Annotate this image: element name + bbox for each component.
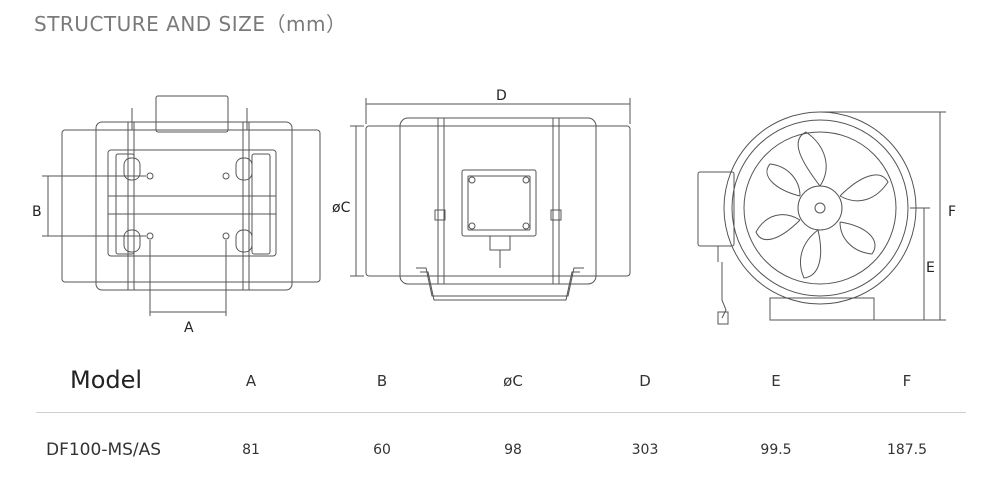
dimension-label-c: øC — [332, 200, 351, 216]
side-view-drawing — [350, 98, 631, 301]
table-cell-model: DF100-MS/AS — [46, 440, 162, 460]
table-header-model: Model — [70, 366, 143, 394]
table-divider — [36, 412, 966, 413]
table-cell-d: 303 — [631, 442, 659, 458]
table-cell-c: 98 — [504, 442, 522, 458]
dimension-label-b: B — [32, 204, 42, 220]
table-cell-f: 187.5 — [886, 442, 928, 458]
table-header-d: D — [639, 372, 651, 390]
front-view-drawing — [697, 111, 946, 325]
table-header-a: A — [245, 372, 257, 390]
dimension-label-a: A — [184, 320, 194, 336]
table-cell-b: 60 — [373, 442, 391, 458]
table-header-b: B — [376, 372, 388, 390]
technical-drawings — [42, 95, 946, 325]
dimension-label-d: D — [496, 88, 507, 104]
dimension-label-e: E — [926, 260, 935, 276]
table-cell-a: 81 — [242, 442, 260, 458]
table-header-e: E — [771, 372, 781, 390]
table-cell-e: 99.5 — [760, 442, 792, 458]
table-header-f: F — [902, 372, 912, 390]
page-title: STRUCTURE AND SIZE（mm） — [34, 12, 347, 36]
table-header-c: øC — [503, 372, 523, 390]
dimension-label-f: F — [948, 204, 957, 220]
bottom-view-drawing — [42, 95, 321, 316]
